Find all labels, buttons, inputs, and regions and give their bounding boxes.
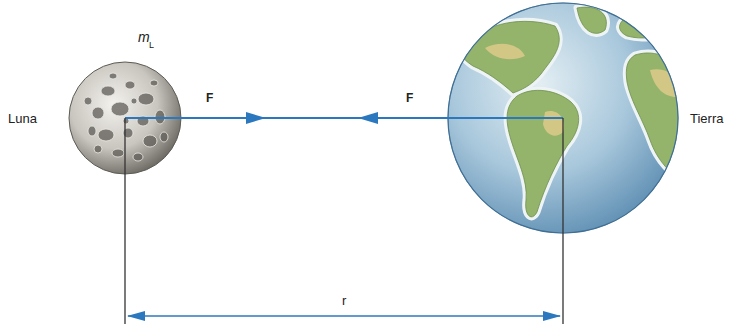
force-line <box>125 117 563 119</box>
distance-label: r <box>342 294 346 307</box>
body-name: Luna <box>8 111 37 126</box>
moon-crater <box>98 129 114 141</box>
desert-area <box>650 69 683 97</box>
moon-crater <box>84 97 92 105</box>
continental-shelf <box>620 16 673 38</box>
moon-crater <box>111 102 129 116</box>
moon-crater <box>101 86 115 96</box>
dimension-line <box>128 315 560 317</box>
force-arrowhead <box>246 112 266 124</box>
continent <box>620 16 673 38</box>
mass-symbol: m <box>138 30 150 44</box>
moon-crater <box>92 107 104 119</box>
continental-shelf <box>461 21 559 93</box>
force-label: F <box>406 92 413 104</box>
moon-crater <box>88 126 96 136</box>
moon-crater <box>112 149 124 157</box>
moon-crater <box>150 80 158 86</box>
moon-crater <box>143 135 157 147</box>
mass-subscript: L <box>149 41 154 50</box>
moon-crater <box>133 153 143 161</box>
extension-line <box>562 118 563 324</box>
moon-crater <box>94 145 102 153</box>
moon-crater <box>138 93 154 105</box>
moon-crater <box>109 73 117 79</box>
moon-crater <box>125 81 135 89</box>
continent <box>507 90 579 217</box>
moon-crater <box>160 132 168 142</box>
dimension-arrowhead <box>543 311 561 321</box>
continent <box>577 7 606 33</box>
desert-area <box>543 111 564 136</box>
force-arrowhead <box>358 112 378 124</box>
continental-shelf <box>577 7 606 33</box>
continent <box>461 21 559 93</box>
continental-shelf <box>507 90 579 217</box>
earth-continents <box>461 7 687 217</box>
dimension-arrowhead <box>127 311 145 321</box>
extension-line <box>124 118 125 324</box>
force-label: F <box>206 92 213 104</box>
body-name: Tierra <box>690 111 723 126</box>
moon-crater <box>131 98 137 104</box>
desert-area <box>485 44 525 59</box>
